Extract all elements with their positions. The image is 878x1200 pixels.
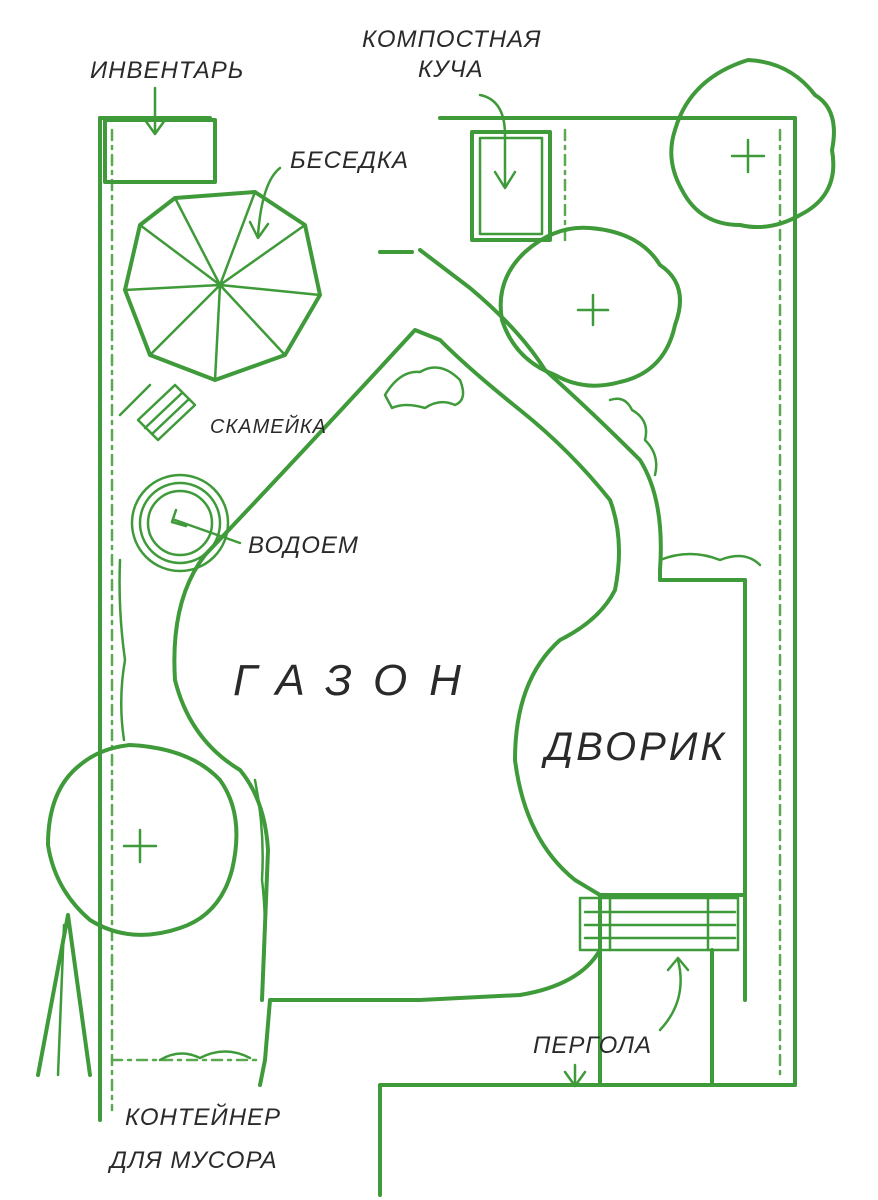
label-container-line1: КОНТЕЙНЕР (125, 1103, 281, 1131)
hedge-border (110, 128, 782, 1112)
shrub-borders (118, 366, 762, 1062)
gazebo (123, 166, 322, 382)
label-pergola: ПЕРГОЛА (533, 1032, 652, 1059)
label-compost-line1: КОМПОСТНАЯ (362, 26, 542, 53)
tree-top-right (669, 58, 836, 229)
bench (118, 383, 197, 442)
trash-container (36, 913, 92, 1077)
label-patio: ДВОРИК (541, 725, 727, 769)
label-pond: ВОДОЕМ (248, 532, 359, 559)
pergola (563, 896, 740, 1088)
patio-outline (598, 578, 747, 897)
label-inventory: ИНВЕНТАРЬ (90, 57, 244, 84)
label-container-line2: ДЛЯ МУСОРА (107, 1147, 278, 1174)
plot-boundary (98, 116, 797, 1197)
pond (130, 473, 242, 573)
label-lawn: ГАЗОН (233, 656, 483, 705)
tree-upper-middle (498, 225, 682, 388)
label-gazebo: БЕСЕДКА (290, 147, 409, 174)
label-compost-line2: КУЧА (418, 56, 484, 83)
tree-lower-left (46, 743, 239, 937)
labels: ИНВЕНТАРЬ КОМПОСТНАЯ КУЧА БЕСЕДКА СКАМЕЙ… (90, 26, 727, 1174)
inventory-shed (103, 86, 217, 184)
compost-heap (470, 93, 552, 242)
label-bench: СКАМЕЙКА (210, 415, 327, 438)
